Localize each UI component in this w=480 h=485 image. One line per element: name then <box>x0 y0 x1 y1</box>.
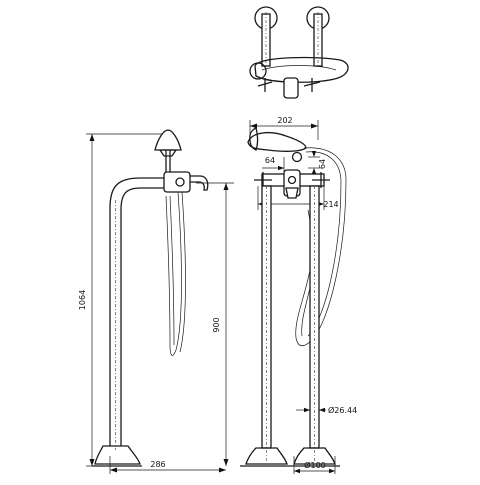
dim-spout-height: 900 <box>212 317 221 332</box>
dim-handle-offset-left: 64 <box>265 156 275 165</box>
valve-body-side <box>163 171 191 193</box>
dim-top-width: 202 <box>277 116 292 125</box>
right-handle-top <box>303 78 321 92</box>
left-handle-top <box>257 78 273 92</box>
hose-side <box>165 191 182 356</box>
front-view: 202 64 64 214 <box>240 116 357 474</box>
spout-side <box>190 175 209 191</box>
standpipe-outer <box>109 177 168 446</box>
left-base-front <box>245 447 288 465</box>
standpipe-inner <box>120 187 168 446</box>
side-view: 1064 900 286 <box>78 129 234 474</box>
shower-holder-top <box>249 62 267 80</box>
spout-top <box>283 77 299 99</box>
dim-base-width: 286 <box>150 460 165 469</box>
dim-pipe-diameter: Ø26.44 <box>328 405 357 415</box>
handshower-head-side <box>154 129 182 151</box>
cold-handle-front <box>312 172 330 188</box>
dim-total-height: 1064 <box>78 290 87 310</box>
dim-handle-offset-right: 64 <box>318 159 327 169</box>
base-left <box>94 445 141 465</box>
hot-handle-front <box>254 172 272 188</box>
dim-base-diameter: Ø100 <box>304 460 326 470</box>
top-view <box>249 6 349 99</box>
dim-valve-width: 214 <box>323 200 338 209</box>
spout-front <box>285 187 299 199</box>
